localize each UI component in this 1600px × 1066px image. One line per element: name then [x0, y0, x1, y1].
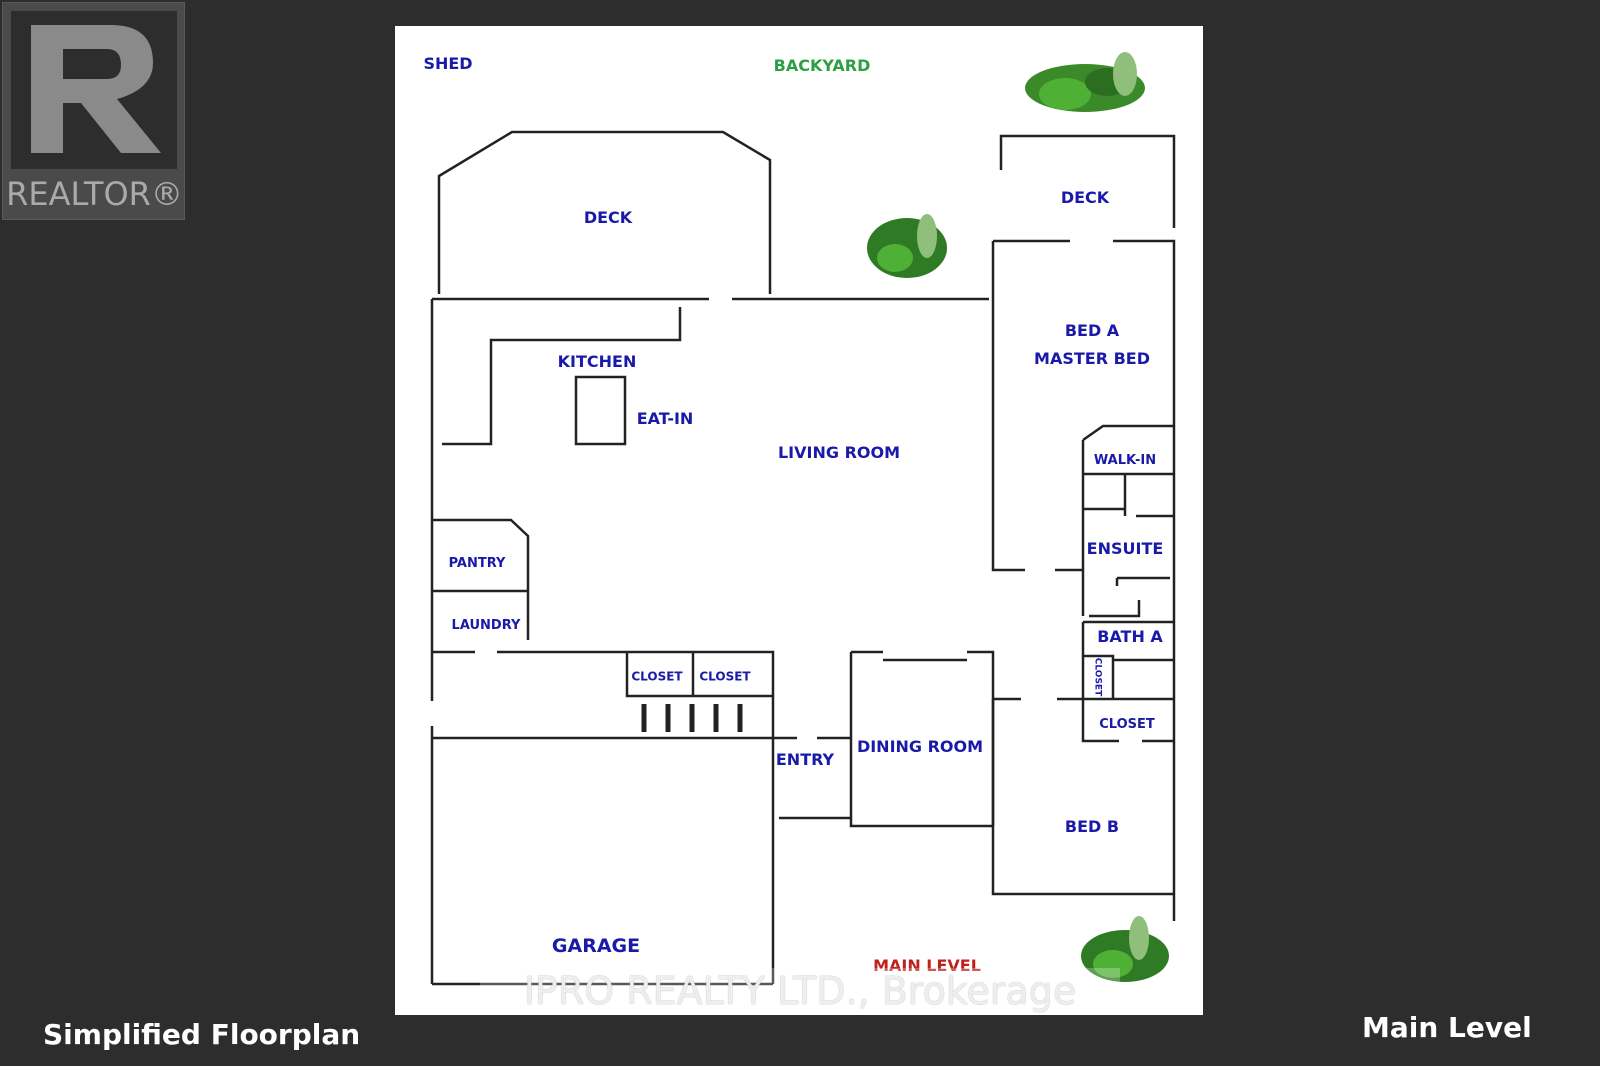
main-level-label: MAIN LEVEL: [873, 956, 981, 975]
brokerage-watermark: IPRO REALTY LTD., Brokerage: [480, 968, 1120, 1014]
deck-right-label: DECK: [1060, 188, 1110, 207]
realtor-r-icon: [11, 11, 177, 169]
deck-left-label: DECK: [583, 208, 633, 227]
bath-a-label: BATH A: [1097, 627, 1163, 646]
master-bed-label: MASTER BED: [1034, 349, 1150, 368]
backyard-label: BACKYARD: [773, 56, 871, 75]
closet-1-label: CLOSET: [631, 669, 683, 684]
kitchen-label: KITCHEN: [557, 352, 637, 371]
pantry-label: PANTRY: [448, 555, 506, 571]
plant-icon: [1025, 52, 1145, 112]
walk-in-label: WALK-IN: [1093, 452, 1157, 468]
floorplan-sheet: SHED BACKYARD DECK DECK BED A MASTER BED…: [395, 26, 1203, 1015]
bed-a-label: BED A: [1064, 321, 1120, 340]
closet-3-label: CLOSET: [1099, 716, 1155, 732]
eat-in-label: EAT-IN: [636, 409, 694, 428]
bed-b-label: BED B: [1064, 817, 1120, 836]
ensuite-label: ENSUITE: [1086, 539, 1164, 558]
closet-vertical-label: CLOSET: [1092, 657, 1103, 697]
living-room-label: LIVING ROOM: [777, 443, 901, 462]
shed-label: SHED: [423, 54, 473, 73]
dining-room-label: DINING ROOM: [856, 737, 984, 756]
realtor-logo-text: REALTOR®: [6, 175, 183, 213]
caption-simplified-floorplan: Simplified Floorplan: [43, 1018, 361, 1051]
laundry-label: LAUNDRY: [451, 617, 521, 633]
entry-label: ENTRY: [775, 750, 835, 769]
garage-label: GARAGE: [551, 935, 641, 958]
realtor-logo: REALTOR®: [2, 2, 185, 220]
caption-main-level: Main Level: [1362, 1011, 1532, 1044]
floorplan-walls: [430, 52, 1176, 986]
closet-2-label: CLOSET: [699, 669, 751, 684]
plant-icon: [867, 214, 947, 278]
plant-icon: [1081, 916, 1169, 982]
